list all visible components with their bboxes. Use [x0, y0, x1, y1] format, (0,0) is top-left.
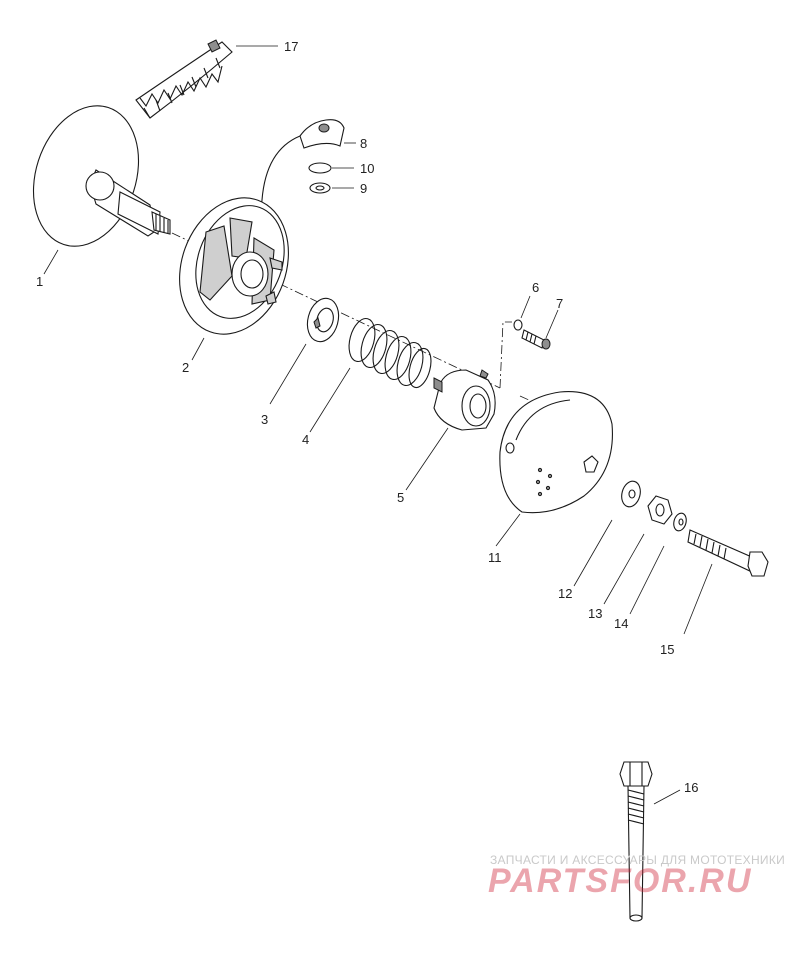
callout-2: 2: [182, 360, 189, 375]
part-17-belt: [135, 39, 233, 119]
leader-13: [603, 533, 645, 605]
callout-13: 13: [588, 606, 602, 621]
callout-11: 11: [488, 550, 502, 565]
callout-16: 16: [684, 780, 698, 795]
part-14-lock-washer: [673, 512, 687, 532]
callout-7: 7: [556, 296, 563, 311]
leader-11: [495, 513, 521, 547]
callout-1: 1: [36, 274, 43, 289]
part-8-bracket: [255, 119, 345, 263]
part-9-washer: [309, 182, 331, 194]
callout-15: 15: [660, 642, 674, 657]
callout-3: 3: [261, 412, 268, 427]
leader-1: [43, 249, 59, 275]
leader-6: [520, 295, 531, 319]
part-10-washer: [308, 162, 332, 174]
watermark-tagline: ЗАПЧАСТИ И АКСЕССУАРЫ ДЛЯ МОТОТЕХНИКИ: [490, 853, 786, 867]
leader-4: [309, 367, 351, 433]
part-7-screw: [521, 329, 551, 350]
leader-12: [573, 519, 613, 587]
leader-2: [191, 337, 205, 361]
leader-14: [629, 545, 665, 615]
part-2-movable-sheave: [179, 197, 289, 335]
part-1-fixed-sheave: [32, 105, 171, 247]
part-3-plate: [306, 297, 340, 343]
leader-16: [653, 789, 681, 805]
callout-4: 4: [302, 432, 309, 447]
part-15-bolt: [687, 529, 769, 577]
leader-15: [683, 563, 713, 635]
part-12-washer: [621, 480, 641, 508]
callout-9: 9: [360, 181, 367, 196]
part-16-long-bolt: [619, 761, 653, 922]
part-4-spring: [348, 317, 432, 389]
callout-8: 8: [360, 136, 367, 151]
part-6-washer: [513, 319, 523, 331]
callout-17: 17: [284, 39, 298, 54]
part-5-hub: [433, 369, 496, 431]
key-axis: [499, 321, 512, 389]
callout-14: 14: [614, 616, 628, 631]
leader-7: [545, 309, 559, 339]
callout-6: 6: [532, 280, 539, 295]
part-11-cover: [499, 391, 613, 514]
leader-5: [405, 427, 449, 491]
callout-12: 12: [558, 586, 572, 601]
callout-5: 5: [397, 490, 404, 505]
part-13-nut: [647, 495, 673, 525]
leader-3: [269, 343, 307, 405]
callout-10: 10: [360, 161, 374, 176]
watermark-logo: PARTSFOR.RU: [488, 862, 753, 900]
